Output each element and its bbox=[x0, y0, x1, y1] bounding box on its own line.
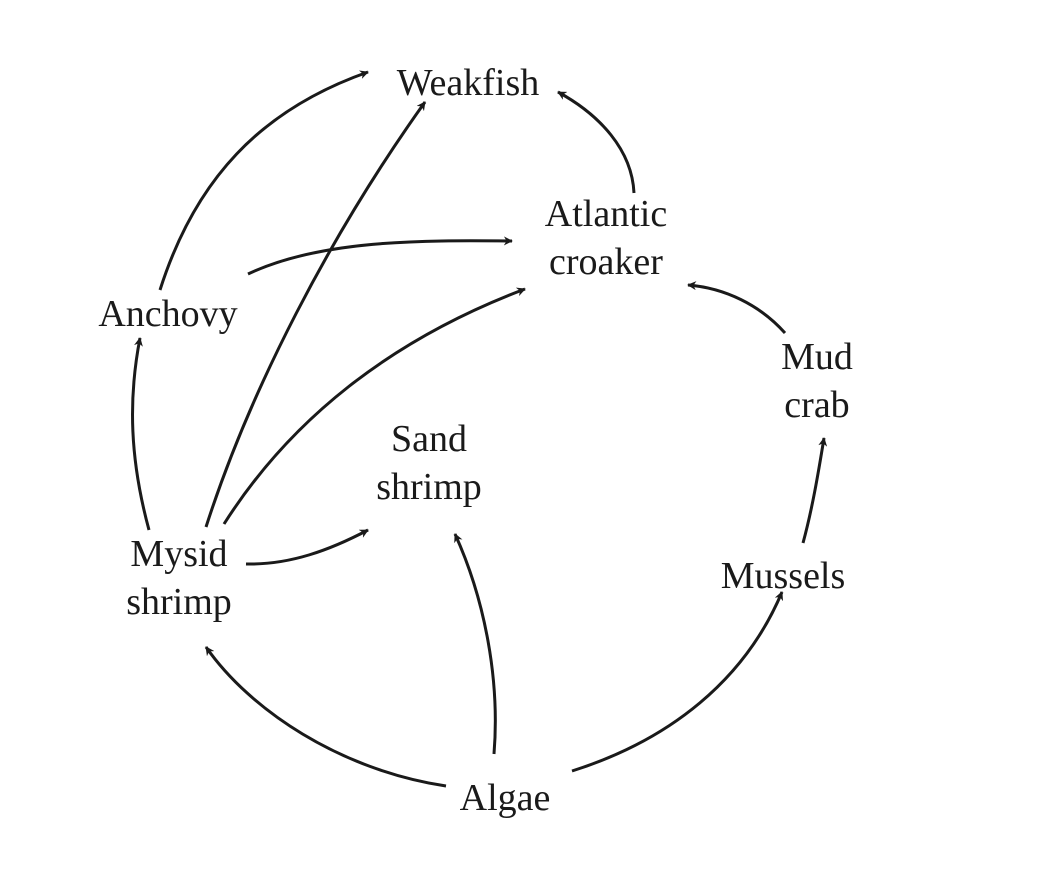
edge-mysid-shrimp-to-atlantic-croaker bbox=[222, 287, 526, 525]
edge-anchovy-to-weakfish bbox=[158, 70, 369, 291]
node-atlantic-croaker: Atlantic croaker bbox=[545, 193, 667, 283]
node-label-line: Atlantic bbox=[545, 193, 667, 235]
node-sand-shrimp: Sand shrimp bbox=[376, 418, 482, 508]
node-mussels: Mussels bbox=[721, 555, 846, 597]
node-label-line: shrimp bbox=[376, 466, 482, 508]
node-weakfish: Weakfish bbox=[397, 62, 540, 104]
node-anchovy: Anchovy bbox=[98, 293, 237, 335]
node-label-line: Weakfish bbox=[397, 62, 540, 104]
node-label-line: Mysid bbox=[130, 533, 227, 575]
edge-mysid-shrimp-to-anchovy bbox=[131, 337, 151, 531]
node-label-line: croaker bbox=[549, 241, 663, 283]
edge-mud-crab-to-atlantic-croaker bbox=[687, 281, 787, 334]
node-label-line: Anchovy bbox=[98, 293, 237, 335]
node-label-line: crab bbox=[784, 384, 849, 426]
node-label-line: Mud bbox=[781, 336, 853, 378]
node-label-line: shrimp bbox=[126, 581, 232, 623]
node-mud-crab: Mud crab bbox=[781, 336, 853, 426]
node-label-line: Mussels bbox=[721, 555, 846, 597]
edge-algae-to-sand-shrimp bbox=[453, 533, 497, 755]
edge-atlantic-croaker-to-weakfish bbox=[557, 90, 636, 194]
node-label-line: Algae bbox=[460, 777, 551, 819]
edges bbox=[131, 70, 828, 788]
edge-mysid-shrimp-to-weakfish bbox=[204, 101, 427, 528]
edge-algae-to-mysid-shrimp bbox=[204, 646, 447, 788]
edge-mysid-shrimp-to-sand-shrimp bbox=[245, 528, 369, 566]
node-algae: Algae bbox=[460, 777, 551, 819]
edge-mussels-to-mud-crab bbox=[801, 437, 828, 544]
node-label-line: Sand bbox=[391, 418, 467, 460]
edge-algae-to-mussels bbox=[571, 591, 784, 773]
node-mysid-shrimp: Mysid shrimp bbox=[126, 533, 232, 623]
edge-anchovy-to-atlantic-croaker bbox=[247, 236, 513, 276]
